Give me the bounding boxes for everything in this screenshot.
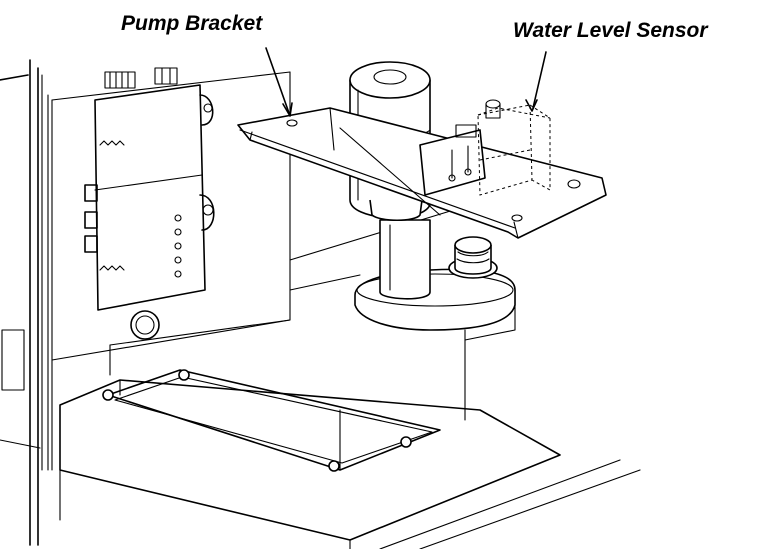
water-reservoir	[59, 369, 641, 549]
cabinet-wall	[0, 59, 53, 546]
water-level-sensor-label: Water Level Sensor	[513, 19, 708, 42]
water-level-sensor	[419, 99, 551, 196]
leader-lines	[265, 47, 547, 117]
control-board	[84, 67, 215, 340]
back-panel	[51, 71, 516, 421]
pump-bracket-label: Pump Bracket	[121, 12, 263, 35]
